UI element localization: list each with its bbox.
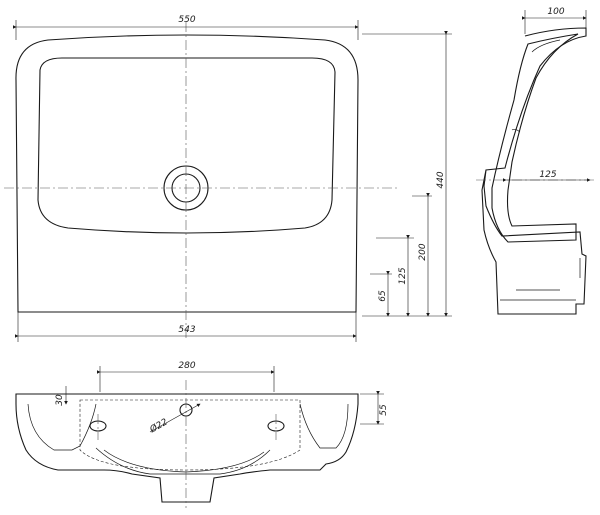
side-inner-wall — [491, 33, 579, 243]
dim-width-bottom-label: 543 — [178, 325, 195, 335]
dim-125-label: 125 — [398, 267, 408, 284]
front-rim — [15, 393, 359, 503]
dim-30-label: 30 — [55, 394, 65, 406]
front-basin-bottom — [95, 447, 271, 475]
dim-depth-label: 440 — [436, 171, 446, 188]
basin-outer-outline — [15, 34, 359, 313]
dim-65-label: 65 — [378, 290, 388, 302]
front-hidden-bowl — [79, 399, 301, 471]
side-view: 100 125 — [476, 7, 596, 315]
dim-100-label: 100 — [547, 7, 564, 17]
dim-55-label: 55 — [379, 404, 389, 416]
dim-drain-offset-label: 125 — [539, 170, 556, 180]
basin-inner-bowl — [37, 57, 336, 234]
dim-hole-diameter-label: Ø22 — [147, 416, 170, 435]
top-view: 550 543 440 200 125 65 — [4, 15, 452, 342]
side-rim-line — [531, 39, 561, 53]
dim-hole-spacing-label: 280 — [178, 361, 195, 371]
side-overflow-line — [511, 128, 521, 133]
dim-width-top-label: 550 — [178, 15, 195, 25]
front-view: 280 Ø22 30 55 — [15, 361, 389, 508]
dim-200-label: 200 — [418, 243, 428, 260]
front-inner-bowl — [27, 403, 349, 451]
dim-hole-diameter-leader — [149, 403, 201, 433]
side-outer-profile — [481, 27, 587, 315]
